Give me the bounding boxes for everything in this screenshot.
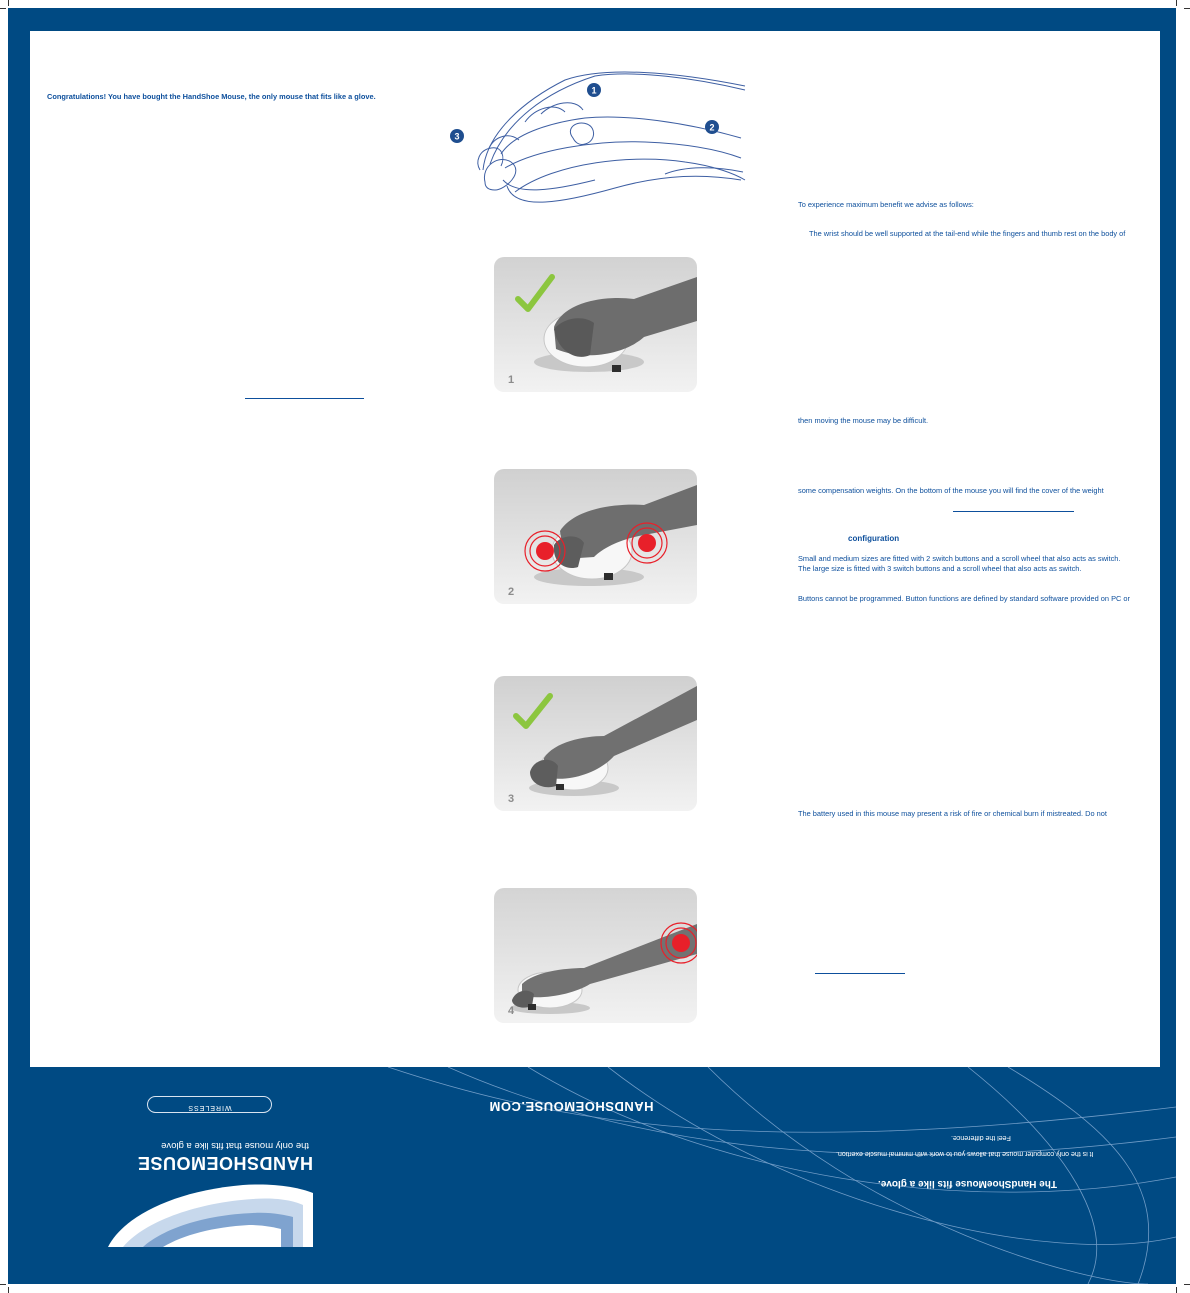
photo-incorrect-grip-2: 2: [494, 469, 697, 604]
crop-mark: [1184, 8, 1190, 9]
hand-on-mouse-photo: [494, 257, 697, 392]
crop-mark: [1176, 0, 1177, 6]
photo-incorrect-grip-4: 4: [494, 888, 697, 1023]
wrist-support-text: The wrist should be well supported at th…: [809, 229, 1126, 238]
photo-number: 2: [508, 586, 515, 598]
check-mark-icon: [513, 693, 553, 729]
photo-correct-grip-1: 1: [494, 257, 697, 392]
sizes-text-small-medium: Small and medium sizes are fitted with 2…: [798, 554, 1121, 563]
photo-number: 4: [508, 1005, 515, 1017]
pressure-point-icon: [524, 530, 566, 572]
pressure-point-icon: [660, 922, 697, 964]
link-underline: [815, 973, 905, 974]
callout-2-label: 2: [709, 123, 714, 133]
photo-number: 3: [508, 793, 515, 805]
hand-on-mouse-photo: [494, 676, 697, 811]
sizes-text-large: The large size is fitted with 3 switch b…: [798, 564, 1082, 573]
buttons-text: Buttons cannot be programmed. Button fun…: [798, 594, 1130, 603]
intro-text: Congratulations! You have bought the Han…: [47, 92, 376, 101]
crop-mark: [1176, 1287, 1177, 1293]
back-closing-text: Feel the difference.: [951, 1134, 1011, 1141]
swoosh-lines: [387, 1067, 1176, 1284]
callout-3-label: 3: [454, 132, 459, 142]
photo-number: 1: [508, 374, 515, 386]
wireless-label: WIRELESS: [187, 1104, 232, 1111]
battery-warning-text: The battery used in this mouse may prese…: [798, 809, 1107, 818]
logo-wordmark: HANDSHOEMOUSE: [137, 1153, 313, 1173]
logo-wave-icon: [108, 1184, 313, 1247]
hand-mouse-diagram: 1 2 3: [450, 71, 746, 203]
configuration-heading: configuration: [848, 534, 900, 543]
callout-3-marker: [450, 129, 464, 143]
callout-1-label: 1: [591, 86, 596, 96]
callout-2-marker: [705, 120, 719, 134]
crop-mark: [8, 1287, 9, 1293]
back-body-text: It is the only computer mouse that allow…: [836, 1150, 1094, 1157]
advice-intro: To experience maximum benefit we advise …: [798, 200, 974, 209]
crop-mark: [0, 1284, 6, 1285]
link-underline: [953, 511, 1074, 512]
hand-on-mouse-photo: [494, 469, 697, 604]
photo-correct-grip-3: 3: [494, 676, 697, 811]
crop-mark: [0, 8, 6, 9]
callout-1-marker: [587, 83, 601, 97]
moving-mouse-text: then moving the mouse may be difficult.: [798, 416, 929, 425]
wireless-badge: WIRELESS: [147, 1096, 272, 1113]
hand-on-mouse-photo: [494, 888, 697, 1023]
check-mark-icon: [515, 274, 555, 312]
pressure-point-icon: [626, 522, 668, 564]
back-headline: The HandShoeMouse fits like a glove.: [878, 1178, 1057, 1189]
logo-tagline: the only mouse that fits like a glove: [161, 1140, 309, 1151]
crop-mark: [8, 0, 9, 6]
link-underline: [245, 398, 364, 399]
crop-mark: [1184, 1284, 1190, 1285]
website-url[interactable]: HANDSHOEMOUSE.COM: [489, 1099, 654, 1114]
weights-text: some compensation weights. On the bottom…: [798, 486, 1104, 495]
handshoe-logo: HANDSHOEMOUSE the only mouse that fits l…: [108, 1137, 313, 1247]
